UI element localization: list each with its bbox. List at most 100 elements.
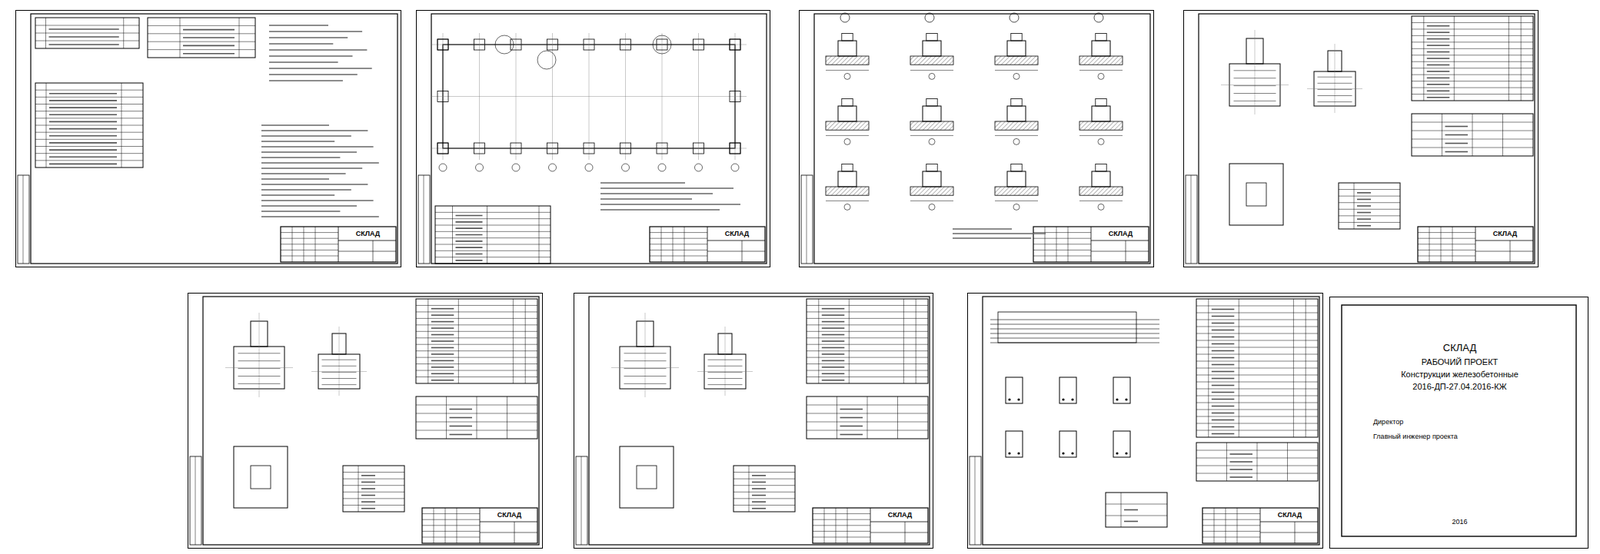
drawing-line (422, 519, 480, 521)
drawing-line (624, 383, 667, 385)
rebar-dot (1124, 398, 1128, 401)
outline (1007, 171, 1026, 187)
drawing-line (910, 135, 954, 137)
drawing-line (1196, 326, 1318, 328)
drawing-line (182, 45, 235, 47)
drawing-line (1214, 508, 1215, 544)
drawing-line (697, 371, 753, 373)
drawing-line (358, 465, 360, 513)
axis-bubble (439, 163, 447, 172)
drawing-line (422, 525, 480, 526)
outline (189, 456, 202, 546)
drawing-line (261, 140, 335, 142)
drawing-line (415, 357, 538, 359)
drawing-line (415, 363, 538, 365)
drawing-line (1357, 218, 1371, 220)
outline (1341, 305, 1577, 537)
outline (1005, 431, 1023, 458)
drawing-sheet: СКЛАДРАБОЧИЙ ПРОЕКТКонструкции железобет… (1329, 296, 1589, 549)
drawing-line (445, 396, 447, 440)
drawing-line (1427, 96, 1451, 99)
drawing-line (806, 311, 929, 313)
cover-text: СКЛАД (1443, 342, 1477, 354)
drawing-line (708, 378, 743, 380)
drawing-line (1237, 508, 1238, 544)
sheet-art (418, 13, 767, 264)
drawing-line (1417, 256, 1476, 257)
drawing-line (361, 495, 376, 497)
drawing-line (600, 198, 692, 200)
drawing-line (600, 209, 720, 210)
drawing-line (1211, 419, 1235, 422)
drawing-line (182, 53, 235, 55)
drawing-line (269, 67, 373, 69)
outline (1411, 113, 1534, 157)
cover-text: Конструкции железобетонные (1400, 369, 1519, 380)
drawing-line (35, 159, 144, 161)
drawing-line (1079, 135, 1123, 137)
drawing-line (1211, 343, 1235, 346)
drawing-line (415, 311, 538, 313)
drawing-line (269, 30, 363, 32)
drawing-line (261, 162, 380, 163)
outline (342, 465, 405, 513)
drawing-line (1196, 368, 1318, 370)
drawing-line (415, 318, 538, 320)
axis-bubble (585, 163, 593, 172)
drawing-line (1411, 54, 1534, 56)
drawing-line (261, 210, 340, 212)
drawing-line (1033, 243, 1092, 245)
outline (1198, 13, 1535, 264)
drawing-line (455, 253, 483, 256)
drawing-line (431, 327, 455, 330)
drawing-line (624, 352, 667, 354)
drawing-line (821, 353, 845, 356)
drawing-line (821, 334, 845, 336)
drawing-line (238, 352, 281, 354)
drawing-line (269, 36, 348, 38)
drawing-line (35, 146, 144, 147)
axis-bubble (924, 13, 935, 23)
drawing-line (904, 522, 906, 544)
drawing-line (449, 409, 473, 411)
drawing-line (1196, 375, 1318, 376)
drawing-line (751, 475, 766, 477)
stamp-title: СКЛАД (497, 512, 523, 520)
drawing-line (123, 17, 124, 49)
drawing-line (1427, 31, 1451, 34)
drawing-line (1211, 316, 1235, 318)
axis-bubble (844, 203, 851, 210)
rebar-dot (1071, 452, 1074, 455)
drawing-line (840, 425, 864, 428)
drawing-line (1033, 249, 1092, 251)
drawing-line (431, 347, 455, 350)
drawing-line (825, 200, 869, 202)
drawing-line (806, 305, 929, 307)
drawing-line (261, 178, 330, 180)
drawing-line (910, 200, 954, 202)
drawing-line (49, 128, 117, 130)
drawing-line (35, 125, 144, 127)
drawing-line (1260, 532, 1318, 534)
drawing-line (751, 488, 766, 490)
drawing-line (1427, 38, 1451, 40)
drawing-line (486, 206, 488, 264)
outline (910, 121, 954, 130)
drawing-line (990, 338, 1160, 340)
drawing-line (836, 396, 838, 440)
drawing-line (506, 396, 508, 440)
drawing-line (338, 240, 396, 242)
axis-bubble (1013, 203, 1020, 210)
drawing-line (525, 299, 526, 384)
outline (1417, 226, 1534, 263)
outline (619, 446, 674, 509)
drawing-line (35, 103, 144, 105)
drawing-line (1211, 399, 1235, 401)
axis-bubble (512, 163, 520, 172)
drawing-line (1091, 240, 1149, 242)
drawing-line (1067, 226, 1069, 263)
drawing-line (431, 366, 455, 369)
drawing-line (261, 146, 374, 147)
drawing-line (49, 106, 117, 109)
drawing-line (514, 522, 516, 544)
